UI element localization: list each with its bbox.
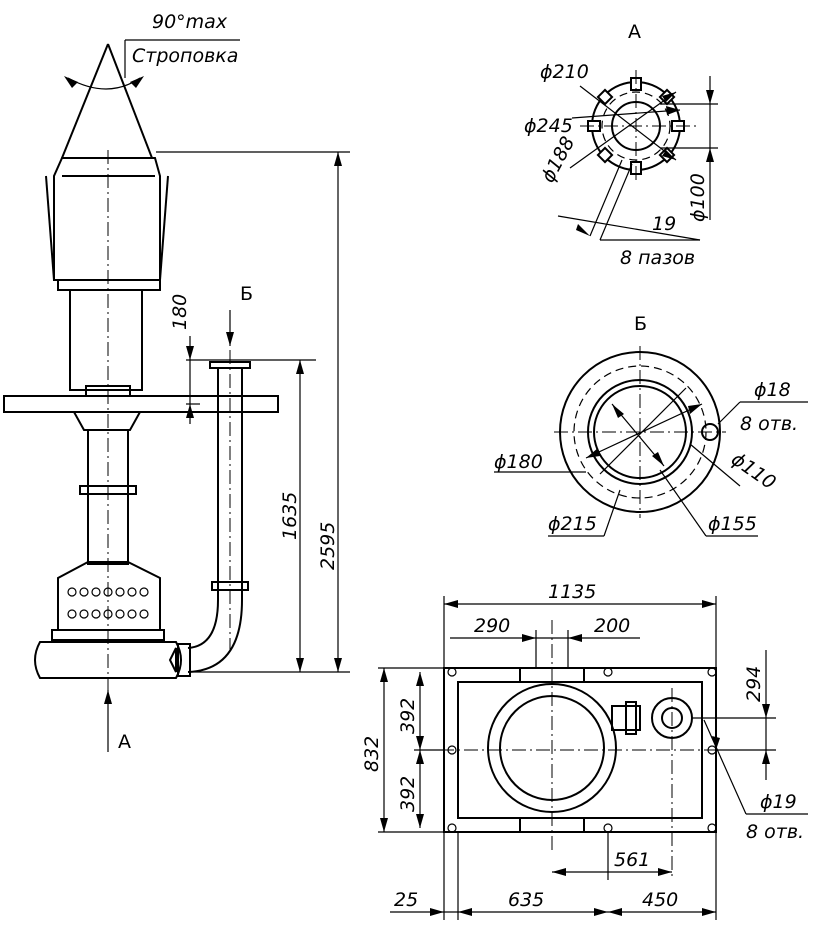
motor	[45, 157, 169, 291]
view-b-d110: ϕ110	[727, 448, 780, 494]
dim-2595: 2595	[317, 522, 339, 570]
plan-hole-diameter: ϕ19	[760, 791, 797, 813]
side-view: 90°max Строповка	[3, 11, 350, 753]
view-a-d210: ϕ210	[540, 61, 589, 83]
view-b-hole-diameter: ϕ18	[754, 379, 791, 401]
view-b-marker: Б	[240, 283, 253, 305]
plan-depth-top: 392	[397, 698, 419, 734]
plan-depth-bottom: 392	[397, 776, 419, 812]
view-b-hole-count: 8 отв.	[740, 413, 798, 435]
plan-dim-right: 200	[594, 615, 630, 637]
plan-view: 1135 290 200 832 392 392 294	[361, 581, 808, 920]
view-b-d155: ϕ155	[708, 513, 757, 535]
view-b: Б ϕ18 8 отв. ϕ180 ϕ110 ϕ215 ϕ155	[494, 313, 808, 537]
motor-stand	[69, 289, 143, 391]
view-b-d180: ϕ180	[494, 451, 543, 473]
view-a-title: А	[628, 21, 641, 43]
sling-label: Строповка	[132, 45, 238, 67]
plan-dim-outlet: 561	[614, 849, 650, 871]
plan-depth-total: 832	[361, 736, 383, 772]
view-a-marker: А	[118, 731, 131, 753]
mounting-plate	[3, 395, 279, 413]
view-a: А ϕ210 ϕ245 ϕ188 19 8 пазов	[524, 21, 718, 269]
view-b-title: Б	[634, 313, 647, 335]
plan-width-total: 1135	[548, 581, 596, 603]
view-a-d245: ϕ245	[524, 115, 573, 137]
discharge-pipe	[168, 361, 251, 677]
plan-dim-edge: 25	[394, 889, 418, 911]
view-a-d188: ϕ188	[537, 133, 579, 186]
view-b-d215: ϕ215	[548, 513, 597, 535]
plan-offset-top: 294	[743, 666, 765, 702]
view-a-slot-width: 19	[652, 213, 676, 235]
sling-angle-label: 90°max	[152, 11, 228, 33]
dim-1635: 1635	[279, 492, 301, 540]
sling-cone	[61, 39, 240, 159]
plan-dim-span-left: 635	[508, 889, 544, 911]
view-a-height: ϕ100	[687, 173, 709, 222]
column-transition	[72, 411, 142, 431]
plan-dim-left: 290	[474, 615, 510, 637]
plan-dim-span-right: 450	[642, 889, 678, 911]
view-a-slot-count: 8 пазов	[620, 247, 695, 269]
plan-hole-count: 8 отв.	[746, 821, 804, 843]
dim-180: 180	[169, 294, 191, 330]
